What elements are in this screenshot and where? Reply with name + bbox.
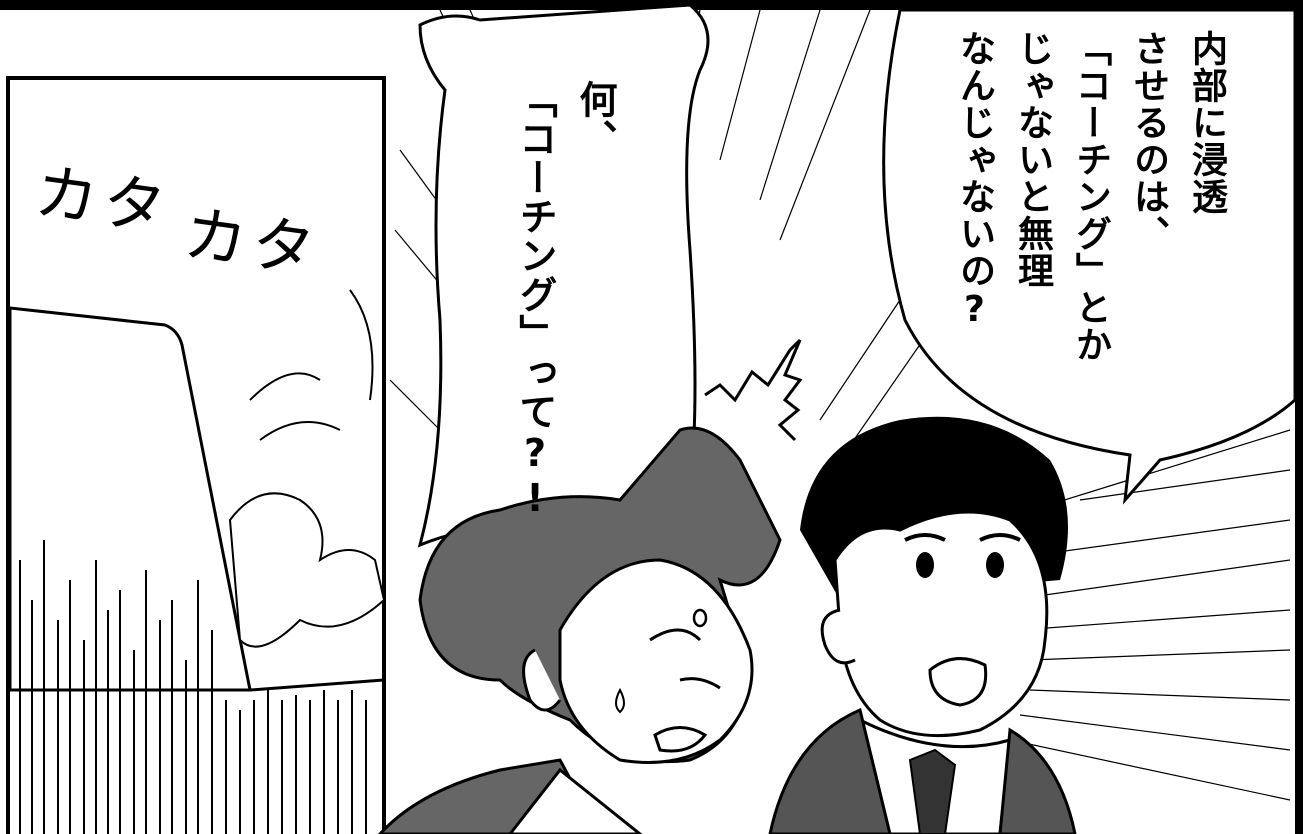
motion-streaks — [19, 540, 367, 834]
sfx-typing-2: カタ — [179, 196, 325, 289]
character-right — [768, 416, 1077, 834]
top-border — [0, 0, 1303, 10]
sfx-typing-1: カタ — [30, 154, 176, 247]
top-border-right — [1225, 0, 1303, 4]
left-inset-panel — [6, 76, 386, 834]
thought-bubble-text: 何、 「コーチング」って?! — [513, 80, 617, 521]
typing-hands — [228, 492, 386, 648]
right-border — [1295, 0, 1303, 834]
character-left — [377, 426, 782, 834]
speech-bubble-right-text: 内部に浸透 させるのは、 「コーチング」とか じゃないと無理 なんじゃないの? — [954, 30, 1227, 363]
speech-bubble-right — [882, 8, 1297, 505]
irritation-mark — [704, 338, 803, 442]
